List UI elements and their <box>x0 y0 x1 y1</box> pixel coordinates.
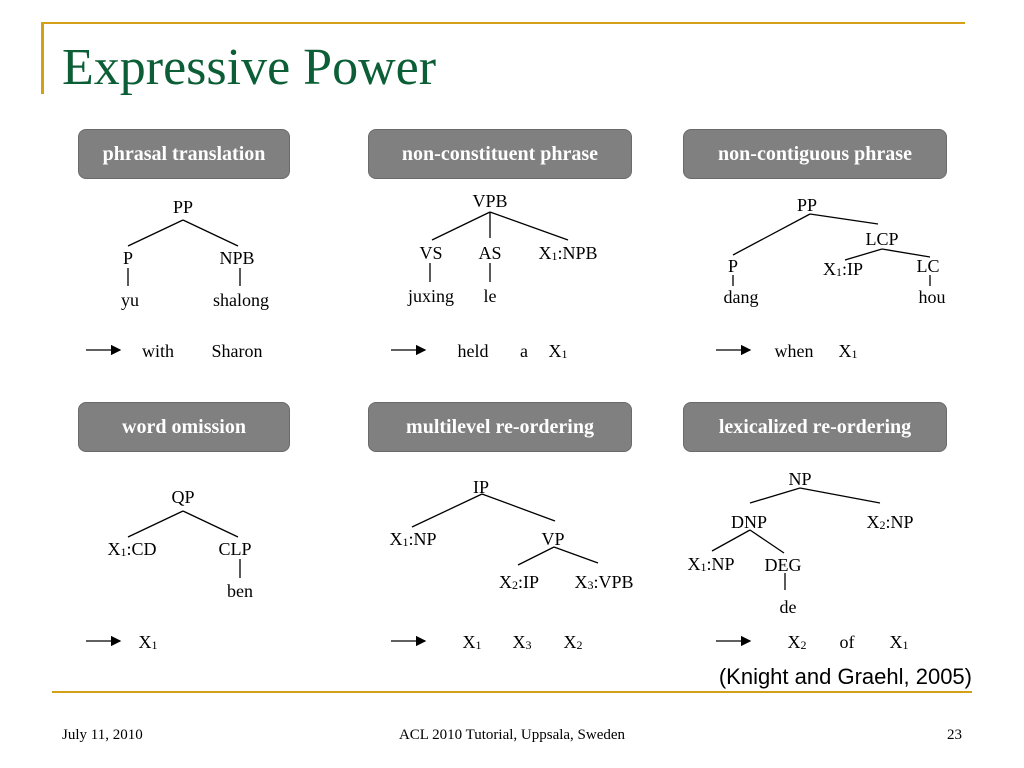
output-sharon: Sharon <box>211 341 263 361</box>
node-x2-np: X2:NP <box>866 512 914 532</box>
node-p: P <box>122 248 134 268</box>
node-dnp: DNP <box>730 512 768 532</box>
node-x1-np: X1:NP <box>687 554 735 574</box>
output-x1: X1 <box>138 632 158 652</box>
leaf-de: de <box>779 597 797 617</box>
slide-title: Expressive Power <box>62 39 437 96</box>
badge-lexicalized-reordering: lexicalized re-ordering <box>683 402 947 452</box>
node-p: P <box>727 256 739 276</box>
output-held: held <box>457 341 489 361</box>
leaf-shalong: shalong <box>213 290 269 310</box>
output-x1: X1 <box>548 341 568 361</box>
output-when: when <box>774 341 814 361</box>
node-ip: IP <box>472 477 490 497</box>
node-qp: QP <box>171 487 195 507</box>
output-with: with <box>141 341 175 361</box>
leaf-juxing: juxing <box>407 286 455 306</box>
node-lc: LC <box>916 256 940 276</box>
badge-non-contiguous-phrase: non-contiguous phrase <box>683 129 947 179</box>
node-vs: VS <box>419 243 443 263</box>
node-vp: VP <box>541 529 565 549</box>
node-clp: CLP <box>218 539 252 559</box>
output-x3: X3 <box>512 632 532 652</box>
citation: (Knight and Graehl, 2005) <box>718 664 972 689</box>
node-np: NP <box>788 469 812 489</box>
footer-event: ACL 2010 Tutorial, Uppsala, Sweden <box>398 727 626 743</box>
node-as: AS <box>478 243 502 263</box>
badge-multilevel-reordering: multilevel re-ordering <box>368 402 632 452</box>
output-x2: X2 <box>563 632 583 652</box>
output-of: of <box>839 632 855 652</box>
node-x1-npb: X1:NPB <box>538 243 598 263</box>
node-x2-ip: X2:IP <box>498 572 540 592</box>
node-deg: DEG <box>764 555 802 575</box>
output-x2: X2 <box>787 632 807 652</box>
page-number: 23 <box>947 727 962 743</box>
leaf-dang: dang <box>723 287 759 307</box>
badge-phrasal-translation: phrasal translation <box>78 129 290 179</box>
node-pp: PP <box>172 197 194 217</box>
leaf-yu: yu <box>121 290 139 310</box>
output-a: a <box>520 341 528 361</box>
accent-bottom-rule <box>52 691 972 693</box>
node-x1-cd: X1:CD <box>107 539 157 559</box>
node-x1-ip: X1:IP <box>822 259 864 279</box>
badge-word-omission: word omission <box>78 402 290 452</box>
leaf-le: le <box>483 286 497 306</box>
node-lcp: LCP <box>865 229 899 249</box>
accent-vertical-bar <box>41 22 44 94</box>
leaf-ben: ben <box>227 581 253 601</box>
accent-top-rule <box>41 22 965 24</box>
node-x1-np: X1:NP <box>389 529 437 549</box>
leaf-hou: hou <box>918 287 946 307</box>
node-pp: PP <box>796 195 818 215</box>
output-x1: X1 <box>889 632 909 652</box>
badge-non-constituent-phrase: non-constituent phrase <box>368 129 632 179</box>
footer-date: July 11, 2010 <box>62 727 143 743</box>
output-x1: X1 <box>838 341 858 361</box>
output-x1: X1 <box>462 632 482 652</box>
node-x3-vpb: X3:VPB <box>574 572 634 592</box>
node-npb: NPB <box>219 248 255 268</box>
node-vpb: VPB <box>472 191 508 211</box>
